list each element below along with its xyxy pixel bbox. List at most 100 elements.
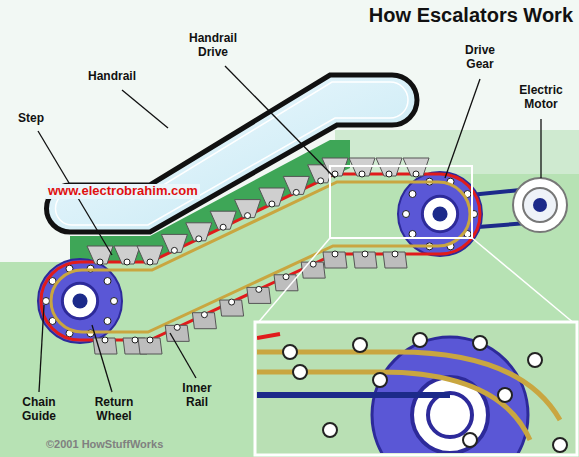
chain-roller xyxy=(111,298,118,305)
gear-hub xyxy=(422,196,457,231)
step-wheel xyxy=(147,337,153,343)
step xyxy=(161,234,187,252)
step xyxy=(301,262,325,278)
part-label: Return Wheel xyxy=(84,396,144,424)
step-wheel xyxy=(362,251,368,257)
zoom-frame xyxy=(330,166,472,238)
step-wheel xyxy=(332,251,338,257)
step xyxy=(220,300,244,316)
step-wheel xyxy=(245,213,251,219)
leader-line xyxy=(225,66,335,178)
watermark: www.electrobrahim.com xyxy=(46,184,200,199)
step-wheel xyxy=(201,312,207,318)
step-wheel xyxy=(220,224,226,230)
step-wheel xyxy=(318,178,324,184)
leader-lines xyxy=(38,66,541,392)
step-wheel xyxy=(196,236,202,242)
chain-roller xyxy=(104,317,111,324)
chain-roller xyxy=(409,191,416,198)
step-wheel xyxy=(174,324,180,330)
part-label: Handrail Drive xyxy=(178,32,248,60)
chain-roller xyxy=(409,230,416,237)
step xyxy=(137,246,163,264)
step-wheel xyxy=(413,171,419,177)
step xyxy=(87,246,113,264)
step-wheel xyxy=(269,201,275,207)
detail-view xyxy=(257,333,567,453)
chain-roller xyxy=(43,298,50,305)
step xyxy=(235,200,261,218)
part-label: Inner Rail xyxy=(172,382,222,410)
leader-line xyxy=(445,79,480,178)
step-wheel xyxy=(229,299,235,305)
leader-line xyxy=(39,305,44,392)
copyright: ©2001 HowStuffWorks xyxy=(46,438,163,451)
step xyxy=(210,211,236,229)
step-wheel xyxy=(132,337,138,343)
step xyxy=(323,252,347,268)
step xyxy=(165,325,189,341)
step xyxy=(186,223,212,241)
leader-line xyxy=(540,119,541,178)
chain-roller xyxy=(473,336,487,350)
chain-roller xyxy=(293,365,307,379)
step-wheel xyxy=(256,286,262,292)
gear-hub xyxy=(62,283,97,318)
part-label: Step xyxy=(18,112,58,126)
leader-line xyxy=(92,325,112,392)
part-label: Chain Guide xyxy=(12,396,66,424)
title: How Escalators Work xyxy=(369,4,573,27)
chain-roller xyxy=(498,388,512,402)
step-wheel xyxy=(97,259,103,265)
chain-roller xyxy=(463,433,477,447)
step-wheel xyxy=(124,259,130,265)
gear-axle xyxy=(72,293,87,308)
chain-roller xyxy=(553,438,567,452)
step xyxy=(138,338,162,354)
step xyxy=(383,252,407,268)
motor-ring xyxy=(523,188,557,222)
step xyxy=(247,287,271,303)
chain-roller xyxy=(353,338,367,352)
step xyxy=(353,252,377,268)
step-wheel xyxy=(386,171,392,177)
step xyxy=(192,313,216,329)
zoom-line xyxy=(472,238,575,324)
step-wheel xyxy=(283,274,289,280)
gear-hub xyxy=(428,393,472,437)
step-wheel xyxy=(293,189,299,195)
leader-line xyxy=(122,90,168,128)
step xyxy=(259,188,285,206)
step-wheel xyxy=(147,259,153,265)
leader-line xyxy=(170,333,196,378)
step-wheel xyxy=(310,261,316,267)
chain-roller xyxy=(323,423,337,437)
zoom-line xyxy=(257,238,330,324)
step xyxy=(274,275,298,291)
chain-roller xyxy=(283,345,297,359)
step-chain xyxy=(41,174,480,340)
chain-roller xyxy=(373,373,387,387)
step-wheel xyxy=(359,171,365,177)
motor-shaft xyxy=(533,198,547,212)
step xyxy=(114,246,140,264)
chain-roller xyxy=(413,333,427,347)
chain-roller xyxy=(104,278,111,285)
step-wheel xyxy=(392,251,398,257)
inner-rail xyxy=(257,372,530,440)
step xyxy=(283,176,309,194)
chain-roller xyxy=(528,353,542,367)
electric-motor xyxy=(513,178,567,232)
part-label: Electric Motor xyxy=(508,84,574,112)
chain-roller xyxy=(403,211,410,218)
part-label: Handrail xyxy=(88,70,158,84)
inner-rail xyxy=(51,182,470,332)
step-wheel xyxy=(171,247,177,253)
step-wheel xyxy=(102,337,108,343)
gear-axle xyxy=(432,206,447,221)
drive-belt xyxy=(257,392,450,398)
part-label: Drive Gear xyxy=(452,44,508,72)
inner-rail xyxy=(257,352,560,420)
step-chain xyxy=(257,334,280,338)
